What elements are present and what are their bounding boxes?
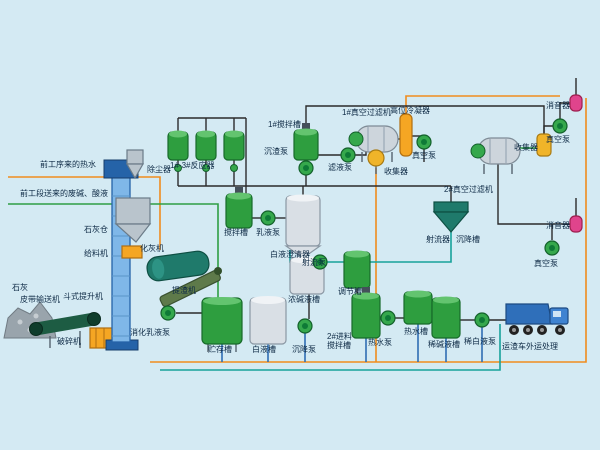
pipes-process [176, 78, 577, 321]
label-vac-filter1: 1#真空过滤机 [342, 108, 391, 117]
label-jet-device: 射流器 [426, 235, 450, 244]
hot-water-tank [403, 290, 433, 325]
label-reactors: 1#-3#反应器 [170, 161, 215, 170]
muffler-right [569, 215, 583, 233]
vacuum-pump-right [544, 240, 560, 256]
label-dilute-white-pump: 稀白液泵 [464, 337, 496, 346]
label-digestion-pump: 消化乳液泵 [130, 328, 170, 337]
label-settling-pump: 沉降泵 [292, 345, 316, 354]
white-liquor-tank [249, 296, 287, 345]
label-hot-water-tank: 热水槽 [404, 327, 428, 336]
collector-mid [367, 149, 385, 174]
label-condenser: 高位冷凝器 [390, 106, 430, 115]
label-bucket-elevator: 斗式提升机 [63, 292, 103, 301]
white-liquor-clarifier [284, 194, 322, 259]
label-storage-tank: 贮存槽 [208, 345, 232, 354]
label-mixer1: 1#搅拌槽 [268, 120, 301, 129]
label-lime-silo: 石灰仓 [84, 225, 108, 234]
label-white-liquor-tank: 白液槽 [252, 345, 276, 354]
high-level-condenser [399, 113, 413, 157]
label-vacuum-pump-right: 真空泵 [534, 259, 558, 268]
label-jet-pump: 射流泵 [302, 258, 326, 267]
label-sediment-pump: 沉渣泵 [264, 147, 288, 156]
mixer-tank-1 [293, 123, 319, 161]
collector-right [536, 133, 552, 157]
label-vacuum-pump-mid: 真空泵 [412, 151, 436, 160]
label-hot-water-in: 前工序来的热水 [40, 160, 96, 169]
digestion-emulsion-pump [160, 305, 176, 321]
vacuum-pump-top [552, 118, 568, 134]
slag-truck [505, 303, 569, 335]
settling-pump [297, 318, 313, 334]
label-muffler-top: 消音器 [546, 101, 570, 110]
label-truck: 运渣车外运处理 [502, 342, 558, 351]
dilute-alkali-tank [431, 296, 461, 339]
label-collector-right: 收集器 [514, 143, 538, 152]
label-collector-mid: 收集器 [384, 167, 408, 176]
vacuum-filter-1 [348, 125, 399, 162]
muffler-top [569, 94, 583, 112]
hot-water-pump [380, 310, 396, 326]
label-mixer2: 2#进料搅拌槽 [327, 332, 352, 351]
label-regulating-tank: 调节槽 [338, 287, 362, 296]
label-vac-filter2: 2#真空过滤机 [444, 185, 493, 194]
label-feeder: 给料机 [84, 249, 108, 258]
lime-silo [114, 197, 152, 243]
reactors-1-3 [167, 130, 245, 172]
feeder [121, 245, 143, 259]
label-slag-extractor: 提渣机 [172, 286, 196, 295]
jet-settling-cone [432, 201, 470, 233]
label-vacuum-pump-top: 真空泵 [546, 135, 570, 144]
belt-conveyor [29, 312, 101, 348]
vacuum-filter-2 [470, 137, 521, 174]
label-hot-water-pump: 热水泵 [368, 338, 392, 347]
label-mixing-tank: 搅拌槽 [224, 228, 248, 237]
mixing-tank [225, 187, 253, 229]
regulating-tank [343, 250, 371, 289]
vacuum-pump-mid [416, 134, 432, 150]
label-dust-collector: 除尘器 [147, 165, 171, 174]
label-lime: 石灰 [12, 283, 28, 292]
label-slaker: 化灰机 [140, 244, 164, 253]
label-emulsion-pump: 乳液泵 [256, 228, 280, 237]
label-dilute-alkali-tank: 稀碱液槽 [428, 340, 460, 349]
label-filtrate-pump: 滤液泵 [328, 163, 352, 172]
dilute-white-pump [474, 312, 490, 328]
label-settling-tank: 沉降槽 [456, 235, 480, 244]
lime-slaker [146, 250, 210, 282]
label-muffler-right: 消音器 [546, 221, 570, 230]
slag-extractor [159, 267, 222, 308]
label-clarifier: 白液澄清器 [270, 250, 310, 259]
storage-tank [201, 297, 243, 352]
dust-collector [125, 149, 145, 180]
emulsion-pump [260, 210, 276, 226]
label-conc-alkali-tank: 浓碱液槽 [288, 295, 320, 304]
filtrate-pump [340, 147, 356, 163]
mixer-tank-2 [351, 287, 381, 339]
sediment-pump [298, 160, 314, 176]
label-waste-liquor-in: 前工段送来的废碱、酸液 [20, 189, 108, 198]
label-belt-conveyor: 皮带输送机 [20, 295, 60, 304]
label-crusher: 破碎机 [57, 337, 81, 346]
